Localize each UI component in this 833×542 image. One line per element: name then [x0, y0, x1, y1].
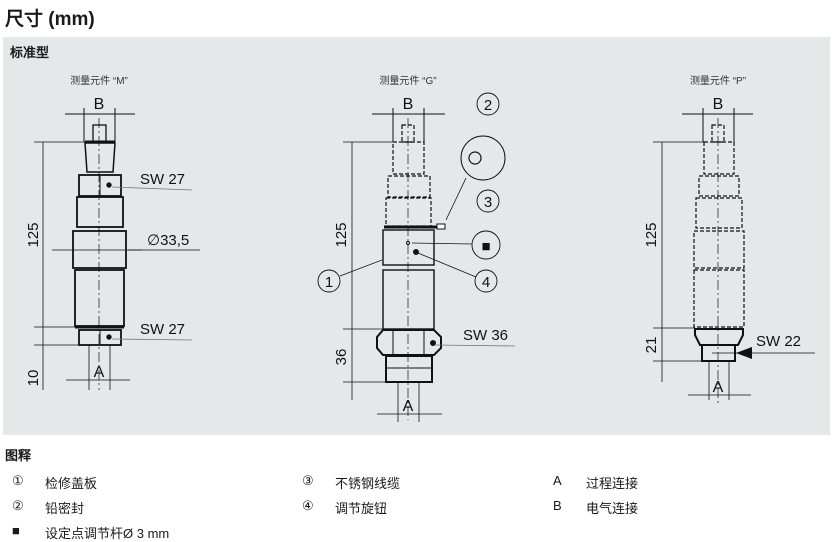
dim-36: 36 [333, 349, 350, 366]
callout-1: 1 [325, 274, 333, 291]
dim-b-label: B [713, 96, 724, 113]
dim-125: 125 [25, 222, 42, 247]
sw-label: SW 36 [463, 327, 508, 344]
dim-a-label: A [713, 379, 724, 396]
callout-4: 4 [482, 274, 490, 291]
diameter-label: ∅33,5 [147, 232, 189, 249]
dim-a-label: A [94, 364, 105, 381]
dim-10: 10 [25, 370, 42, 387]
dimension-drawings: 测量元件 “M” B SW 27 ∅33,5 SW 27 125 10 A [25, 74, 815, 422]
dim-b-label: B [403, 96, 414, 113]
dim-a-label: A [403, 398, 414, 415]
drawing-label: 测量元件 “M” [70, 74, 128, 87]
drawing-g: 测量元件 “G” B SW 36 125 36 A [317, 74, 516, 422]
drawing-p: 测量元件 “P” B SW 22 125 21 A [643, 74, 815, 405]
sw-label: SW 22 [756, 333, 801, 350]
dim-125: 125 [333, 222, 350, 247]
drawing-label: 测量元件 “P” [690, 74, 746, 87]
legend-item: ■设定点调节杆Ø 3 mm [12, 523, 170, 541]
dim-b-label: B [94, 96, 105, 113]
dim-21: 21 [643, 337, 660, 354]
legend-title: 图释 [5, 448, 32, 463]
callout-2: 2 [484, 97, 492, 114]
dim-125: 125 [643, 222, 660, 247]
drawing-m: 测量元件 “M” B SW 27 ∅33,5 SW 27 125 10 A [25, 74, 200, 390]
drawing-label: 测量元件 “G” [379, 74, 436, 87]
callout-3: 3 [484, 194, 492, 211]
sw-bottom-label: SW 27 [140, 321, 185, 338]
sw-top-label: SW 27 [140, 171, 185, 188]
callout-square: ■ [481, 238, 490, 255]
drawing-panel [3, 37, 830, 435]
section-title: 标准型 [10, 45, 50, 60]
page-title: 尺寸 (mm) [5, 9, 95, 30]
